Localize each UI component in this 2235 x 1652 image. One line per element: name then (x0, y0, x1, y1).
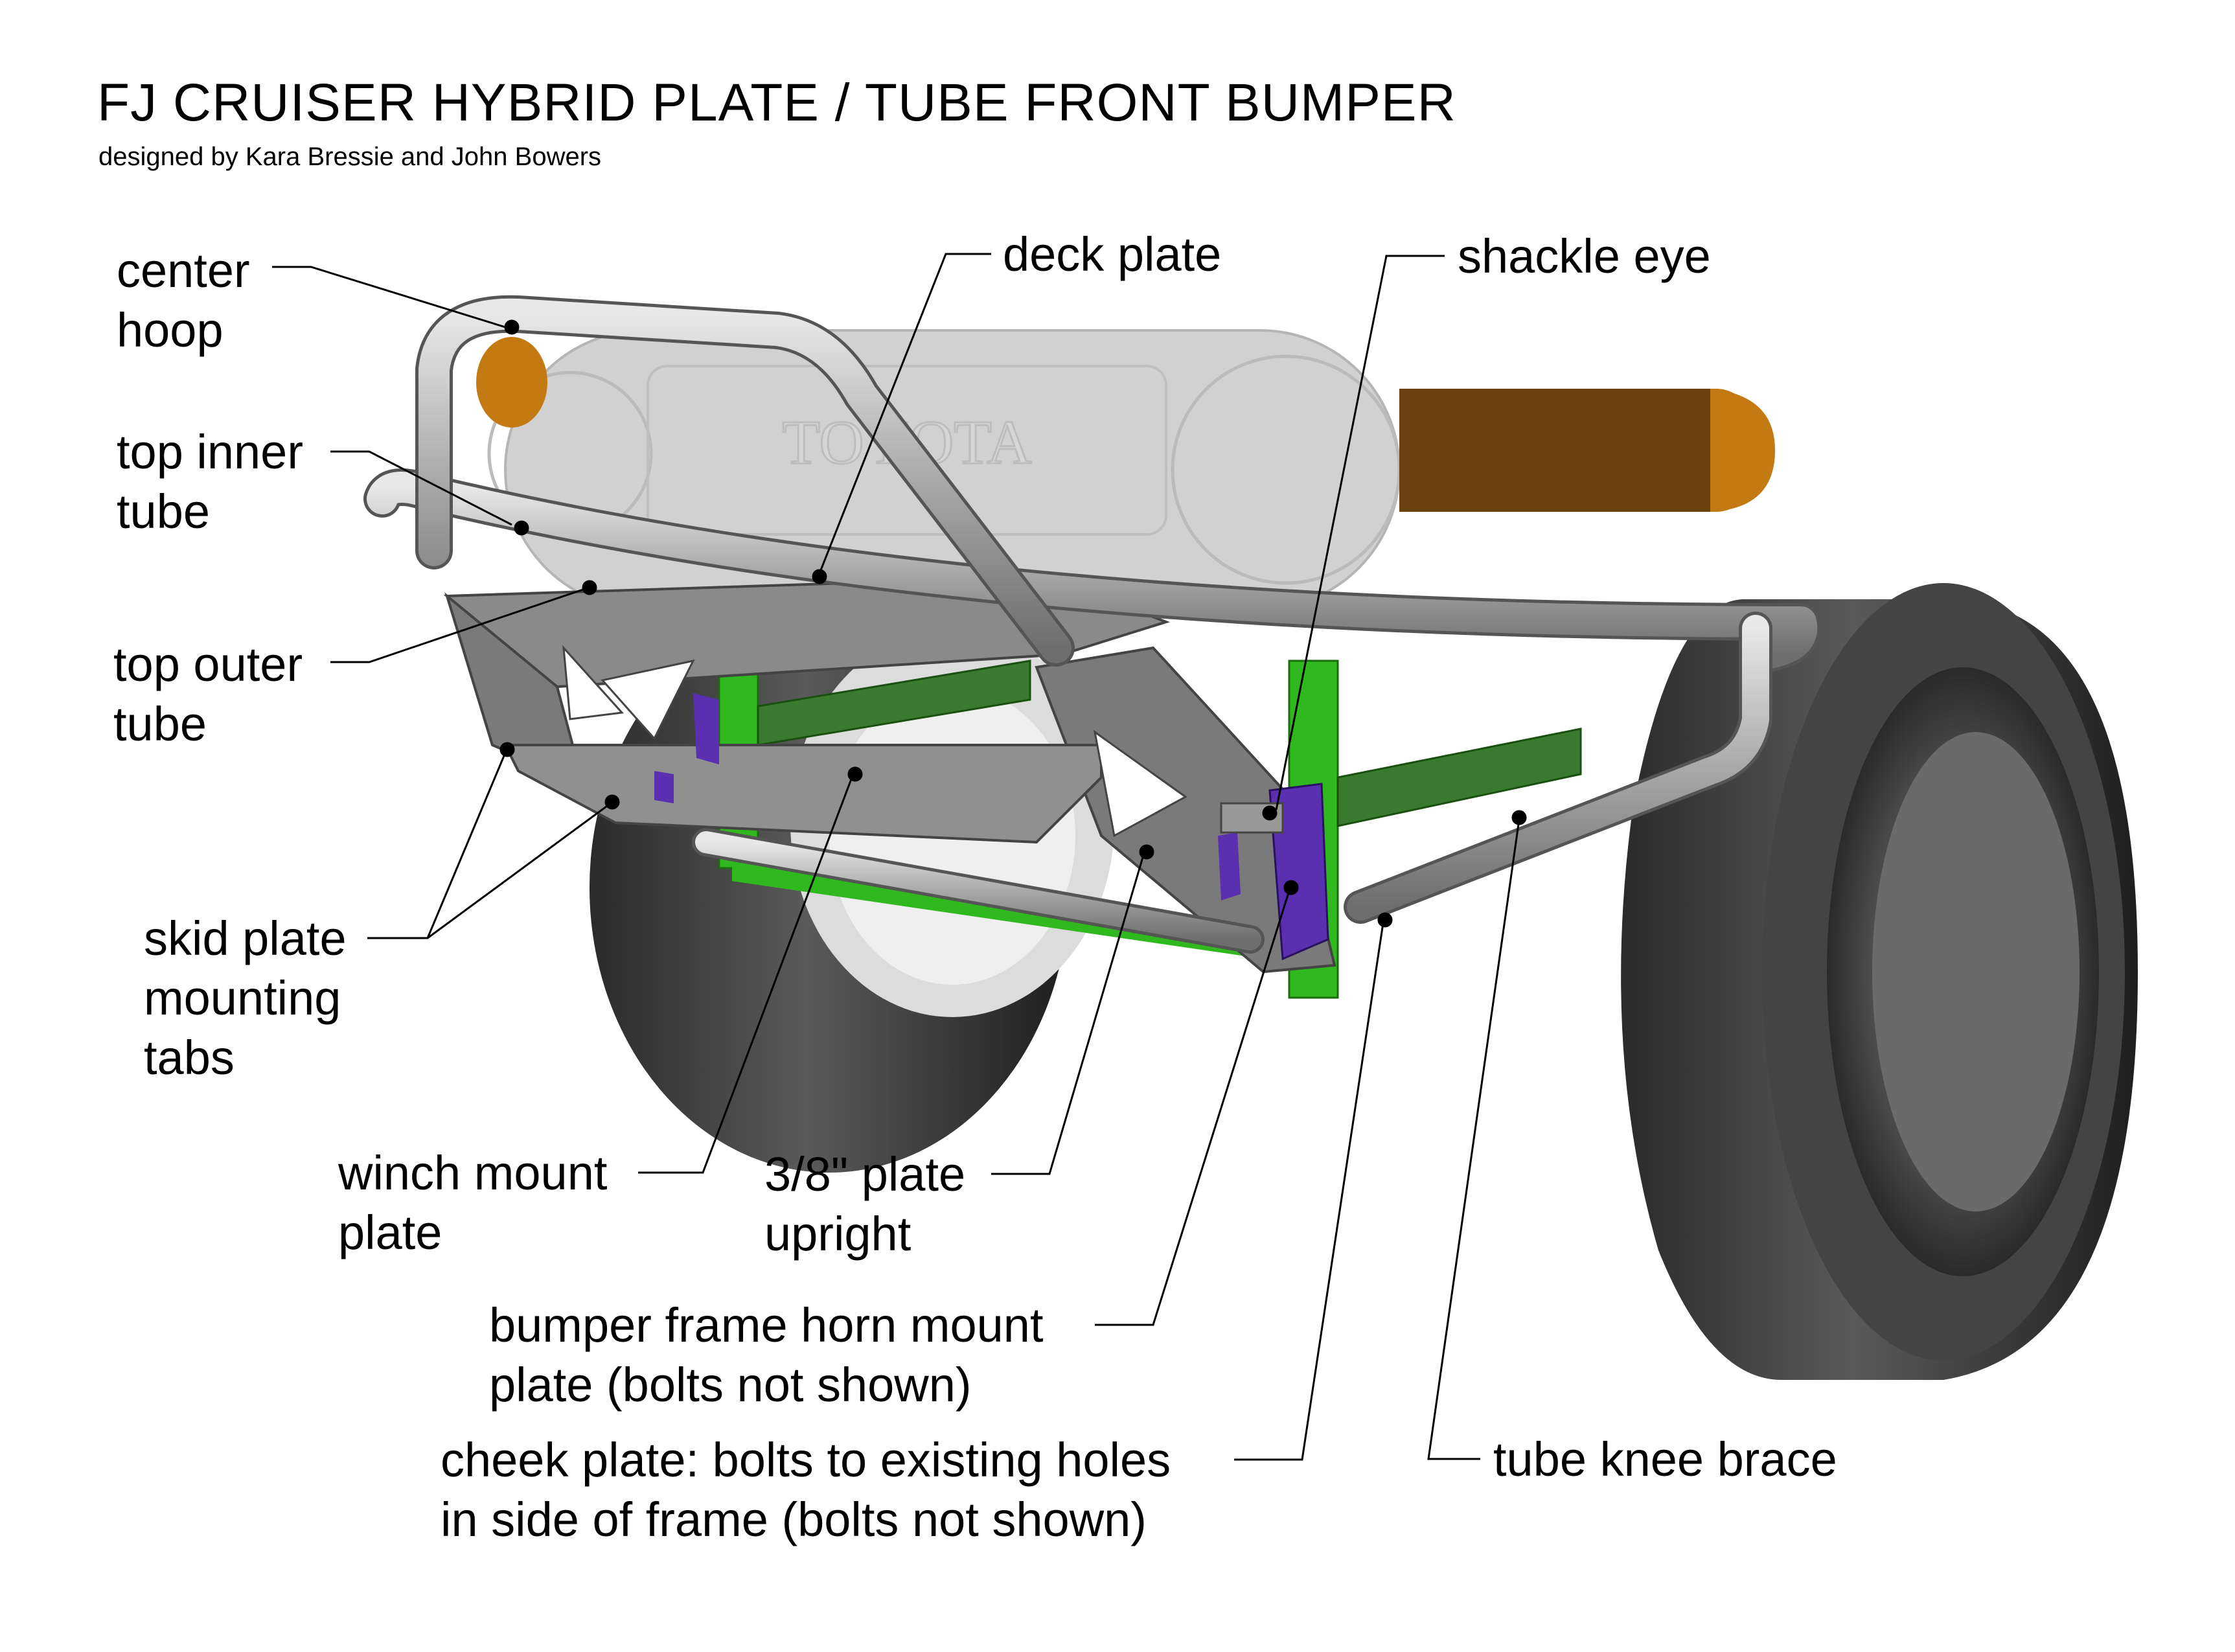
label-deck-plate: deck plate (1003, 227, 1222, 281)
label-top-inner-tube: top inner tube (117, 425, 303, 538)
right-tire (1621, 583, 2138, 1380)
light-bar (476, 337, 1775, 512)
tubes (363, 295, 1821, 954)
leader-lines (272, 253, 1527, 1461)
label-cheek-plate: cheek plate: bolts to existing holes in … (441, 1433, 1171, 1546)
page-subtitle: designed by Kara Bressie and John Bowers (98, 143, 602, 171)
label-tube-knee-brace: tube knee brace (1493, 1432, 1837, 1486)
plate-structure (443, 575, 1336, 974)
horn-mount-plates (654, 693, 1329, 961)
label-plate-upright: 3/8" plate upright (764, 1147, 966, 1261)
label-horn-mount-plate: bumper frame horn mount plate (bolts not… (489, 1298, 1044, 1412)
label-skid-plate-tabs: skid plate mounting tabs (144, 912, 347, 1084)
label-top-outer-tube: top outer tube (113, 637, 303, 751)
page-title: FJ CRUISER HYBRID PLATE / TUBE FRONT BUM… (97, 73, 1456, 132)
label-winch-mount-plate: winch mount plate (338, 1146, 608, 1259)
label-shackle-eye: shackle eye (1458, 229, 1711, 283)
label-center-hoop: center hoop (117, 244, 250, 357)
